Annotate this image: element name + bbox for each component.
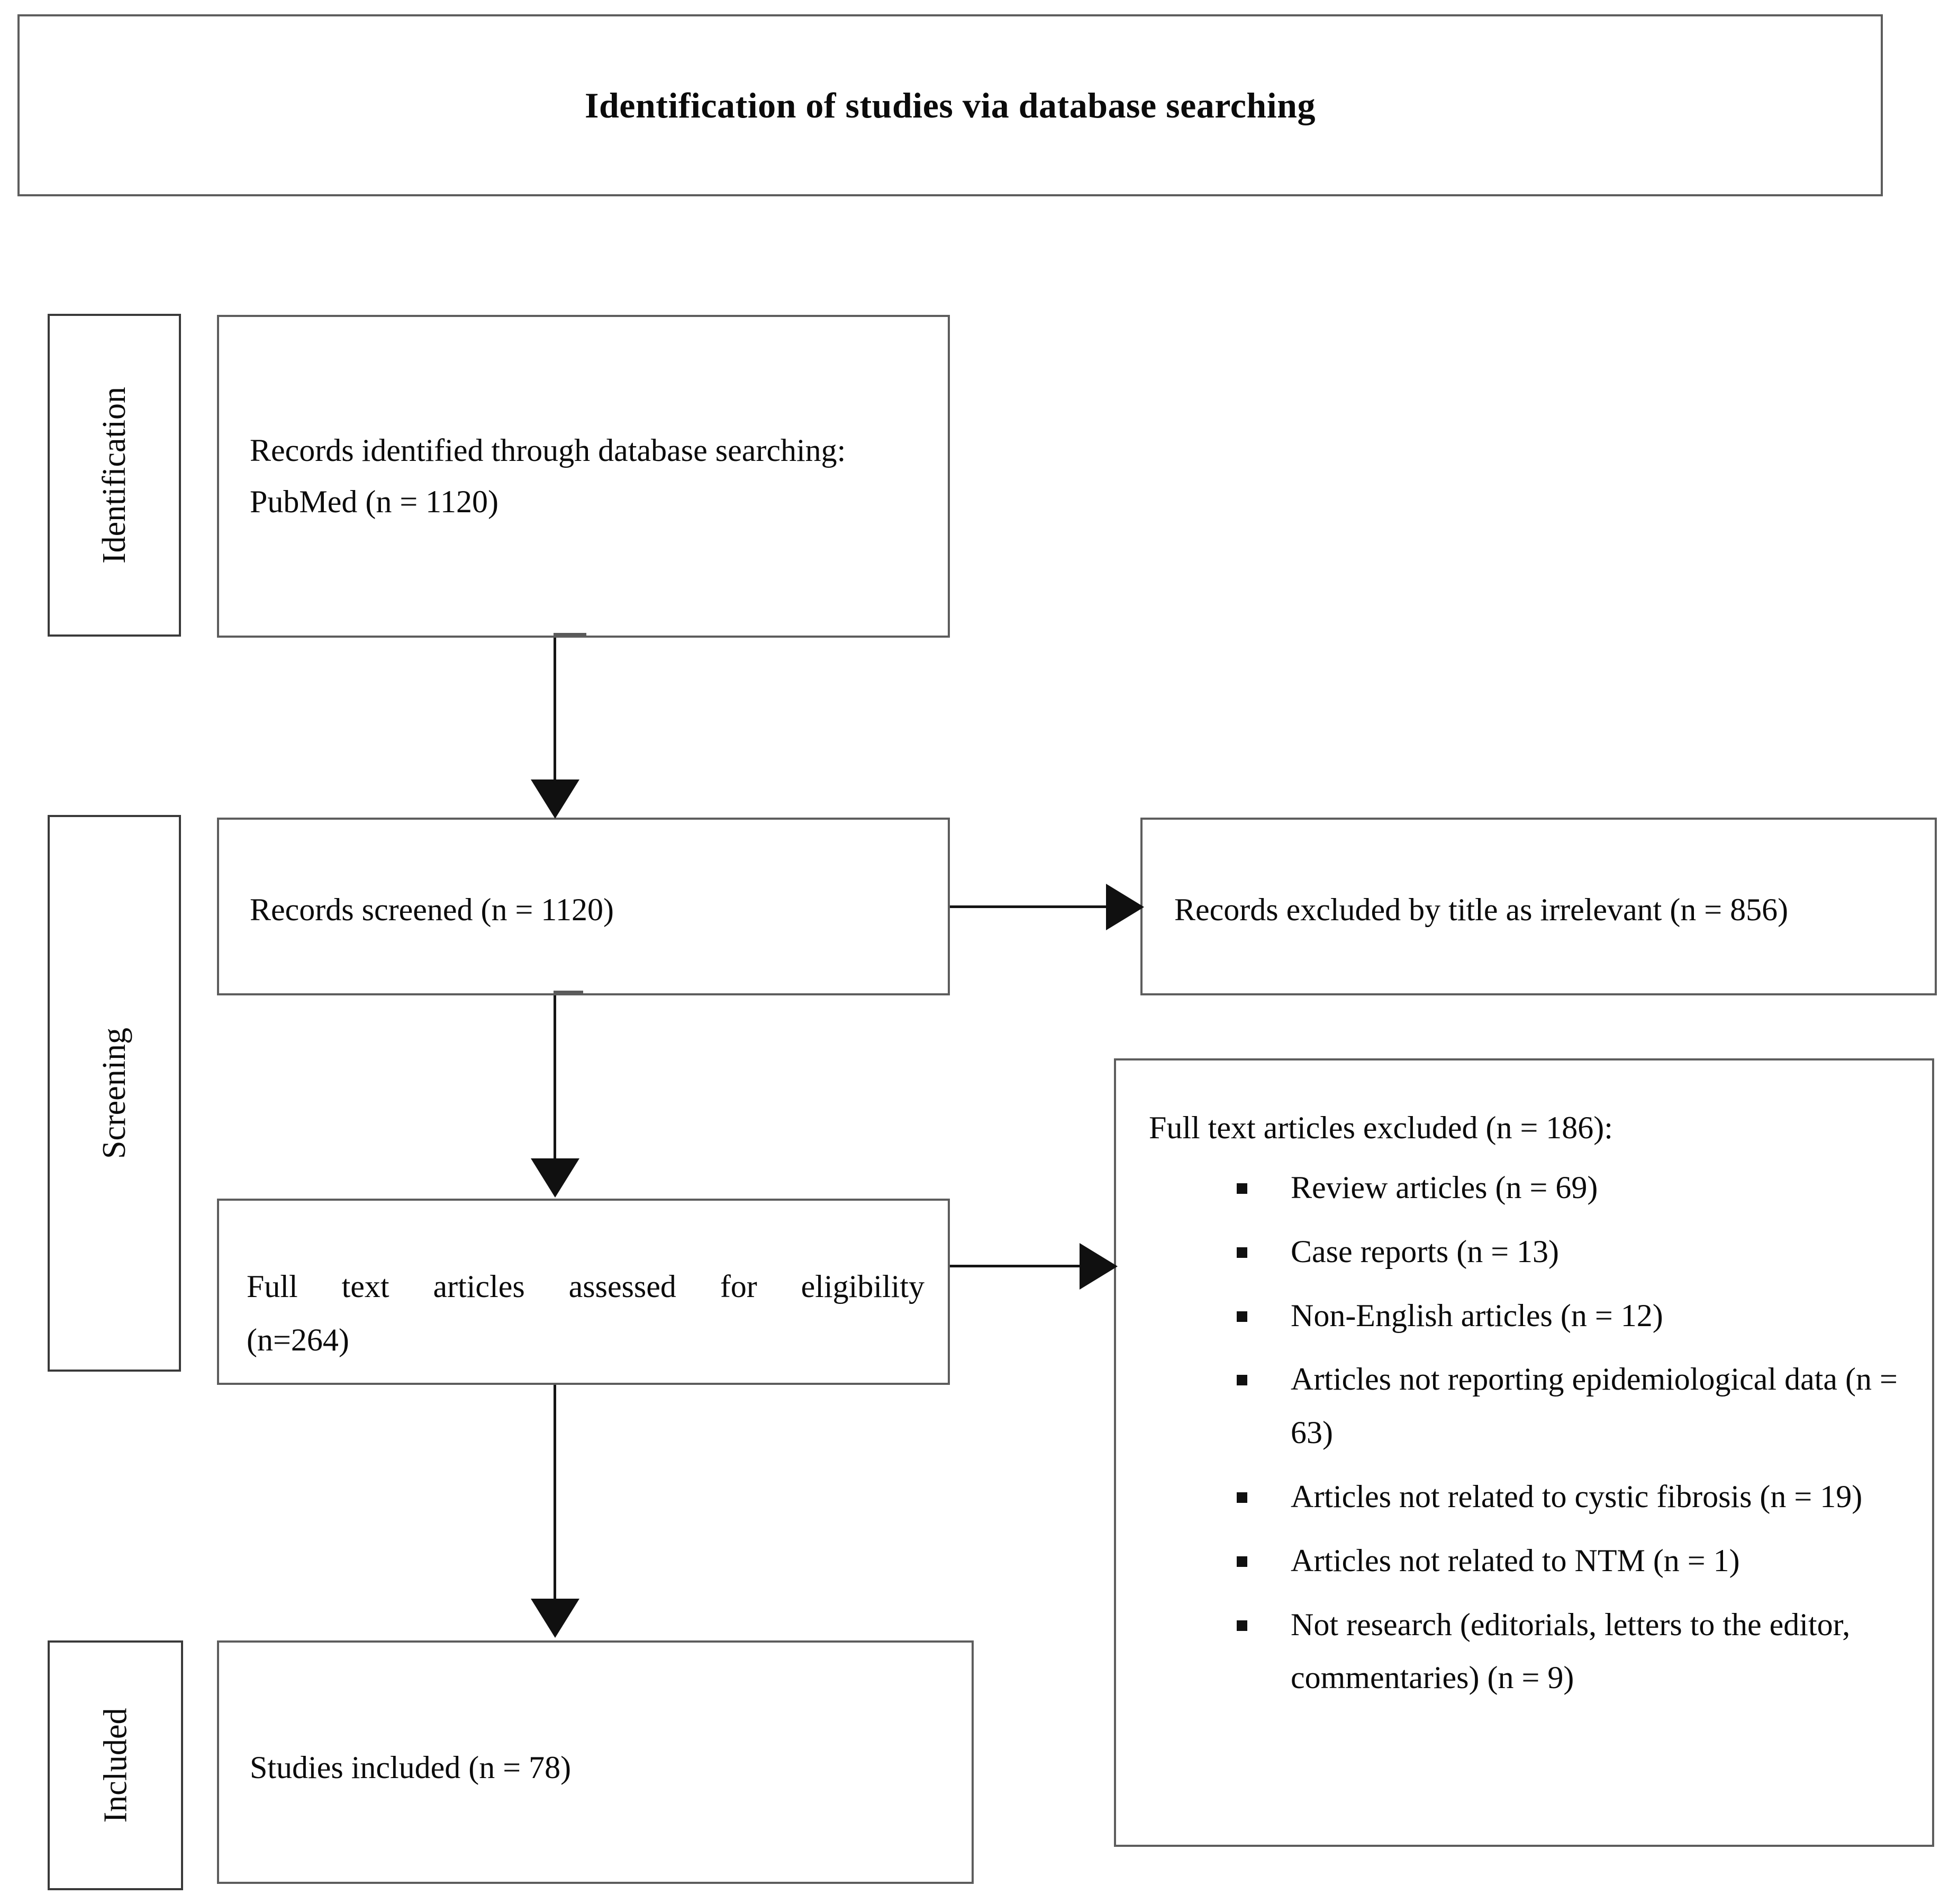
stage-label-identification-text: Identification — [96, 387, 133, 564]
diagram-title-box: Identification of studies via database s… — [17, 14, 1883, 196]
fulltext-assessed-line-2: (n=264) — [247, 1322, 349, 1357]
records-screened-line-1: Records screened (n = 1120) — [250, 892, 614, 927]
square-bullet-icon — [1237, 1620, 1247, 1631]
stage-label-screening-text: Screening — [96, 1028, 133, 1159]
page-title: Identification of studies via database s… — [585, 85, 1316, 125]
arrow-screened-to-excluded-line — [950, 905, 1109, 908]
list-item: Non-English articles (n = 12) — [1149, 1289, 1916, 1343]
fulltext-excluded-heading: Full text articles excluded (n = 186): — [1149, 1110, 1613, 1145]
arrow-identified-to-screened-head-icon — [531, 779, 579, 819]
connector-stub — [554, 633, 586, 636]
box-records-excluded-by-title: Records excluded by title as irrelevant … — [1140, 818, 1937, 995]
records-identified-line-2: PubMed (n = 1120) — [250, 484, 498, 520]
arrow-fulltext-to-included-head-icon — [531, 1599, 579, 1638]
arrow-identified-to-screened-line — [554, 638, 556, 782]
list-item: Articles not related to NTM (n = 1) — [1149, 1534, 1916, 1588]
box-fulltext-articles-excluded: Full text articles excluded (n = 186): R… — [1114, 1058, 1934, 1847]
box-fulltext-assessed: Full text articles assessed for eligibil… — [217, 1199, 950, 1385]
square-bullet-icon — [1237, 1492, 1247, 1503]
list-item-label: Articles not reporting epidemiological d… — [1291, 1362, 1898, 1450]
square-bullet-icon — [1237, 1375, 1247, 1386]
box-records-identified: Records identified through database sear… — [217, 315, 950, 638]
list-item: Articles not reporting epidemiological d… — [1149, 1353, 1916, 1459]
list-item: Not research (editorials, letters to the… — [1149, 1598, 1916, 1705]
box-fulltext-assessed-content: Full text articles assessed for eligibil… — [247, 1260, 924, 1367]
records-identified-line-1: Records identified through database sear… — [250, 433, 846, 468]
list-item-label: Review articles (n = 69) — [1291, 1170, 1598, 1205]
square-bullet-icon — [1237, 1311, 1247, 1322]
records-excluded-by-title-line-1: Records excluded by title as irrelevant … — [1174, 892, 1789, 927]
list-item-label: Case reports (n = 13) — [1291, 1234, 1560, 1269]
square-bullet-icon — [1237, 1247, 1247, 1258]
box-studies-included: Studies included (n = 78) — [217, 1640, 974, 1884]
connector-stub — [554, 991, 583, 993]
list-item-label: Articles not related to cystic fibrosis … — [1291, 1479, 1863, 1514]
arrow-fulltext-to-exclusion-list-line — [950, 1265, 1082, 1267]
box-records-identified-content: Records identified through database sear… — [250, 425, 927, 528]
arrow-fulltext-to-included-line — [554, 1385, 556, 1601]
arrow-screened-to-fulltext-line — [554, 995, 556, 1160]
square-bullet-icon — [1237, 1183, 1247, 1194]
stage-label-included-text: Included — [97, 1708, 133, 1823]
stage-label-screening: Screening — [48, 815, 181, 1372]
list-item-label: Non-English articles (n = 12) — [1291, 1298, 1663, 1333]
list-item: Review articles (n = 69) — [1149, 1161, 1916, 1214]
stage-label-identification: Identification — [48, 314, 181, 637]
box-records-screened: Records screened (n = 1120) — [217, 818, 950, 995]
stage-label-included: Included — [48, 1640, 183, 1890]
list-item: Case reports (n = 13) — [1149, 1225, 1916, 1279]
box-records-screened-content: Records screened (n = 1120) — [250, 884, 927, 936]
arrow-screened-to-fulltext-head-icon — [531, 1158, 579, 1198]
fulltext-excluded-bullet-list: Review articles (n = 69) Case reports (n… — [1149, 1161, 1916, 1715]
list-item: Articles not related to cystic fibrosis … — [1149, 1470, 1916, 1524]
arrow-fulltext-to-exclusion-list-head-icon — [1080, 1243, 1118, 1290]
fulltext-assessed-line-1: Full text articles assessed for eligibil… — [247, 1269, 924, 1304]
list-item-label: Articles not related to NTM (n = 1) — [1291, 1543, 1740, 1578]
box-records-excluded-by-title-content: Records excluded by title as irrelevant … — [1174, 884, 1914, 936]
studies-included-line-1: Studies included (n = 78) — [250, 1750, 572, 1785]
box-studies-included-content: Studies included (n = 78) — [250, 1742, 950, 1793]
arrow-screened-to-excluded-head-icon — [1106, 884, 1144, 930]
list-item-label: Not research (editorials, letters to the… — [1291, 1607, 1851, 1696]
square-bullet-icon — [1237, 1556, 1247, 1567]
